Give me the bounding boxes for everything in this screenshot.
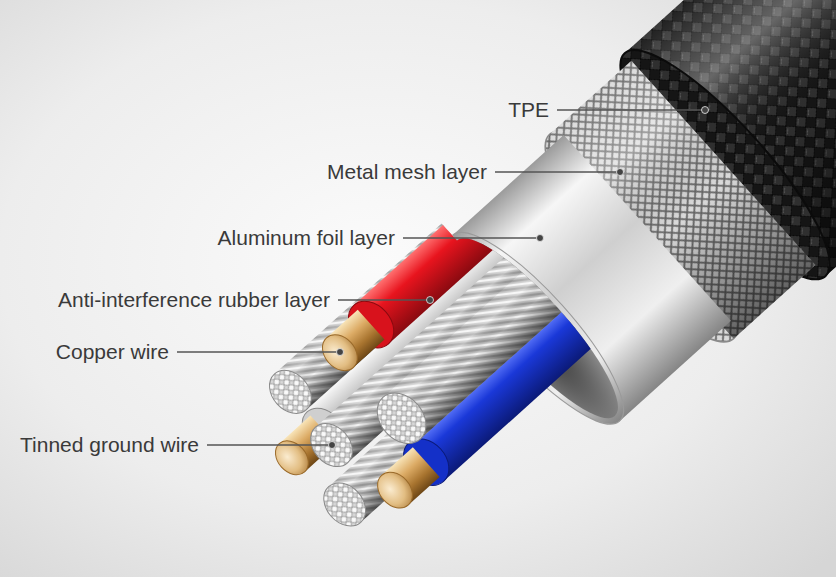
leader-line bbox=[403, 237, 540, 239]
part-label: Metal mesh layer bbox=[327, 159, 487, 184]
leader-line bbox=[177, 351, 340, 353]
leader-line bbox=[495, 171, 620, 173]
leader-line bbox=[207, 444, 332, 446]
leader-dots bbox=[329, 107, 709, 449]
part-label: TPE bbox=[508, 97, 549, 122]
conductors bbox=[232, 203, 593, 555]
leader-line bbox=[557, 109, 705, 111]
leader-dot bbox=[537, 235, 544, 242]
leader-dot bbox=[427, 297, 434, 304]
part-label: Anti-interference rubber layer bbox=[58, 287, 330, 312]
leader-lines bbox=[177, 110, 705, 445]
part-label: Tinned ground wire bbox=[20, 432, 199, 457]
leader-dot bbox=[337, 349, 344, 356]
part-label: Aluminum foil layer bbox=[218, 225, 395, 250]
leader-dot bbox=[329, 442, 336, 449]
leader-dot bbox=[702, 107, 709, 114]
leader-dot bbox=[617, 169, 624, 176]
leader-line bbox=[338, 299, 430, 301]
part-label: Copper wire bbox=[56, 339, 169, 364]
